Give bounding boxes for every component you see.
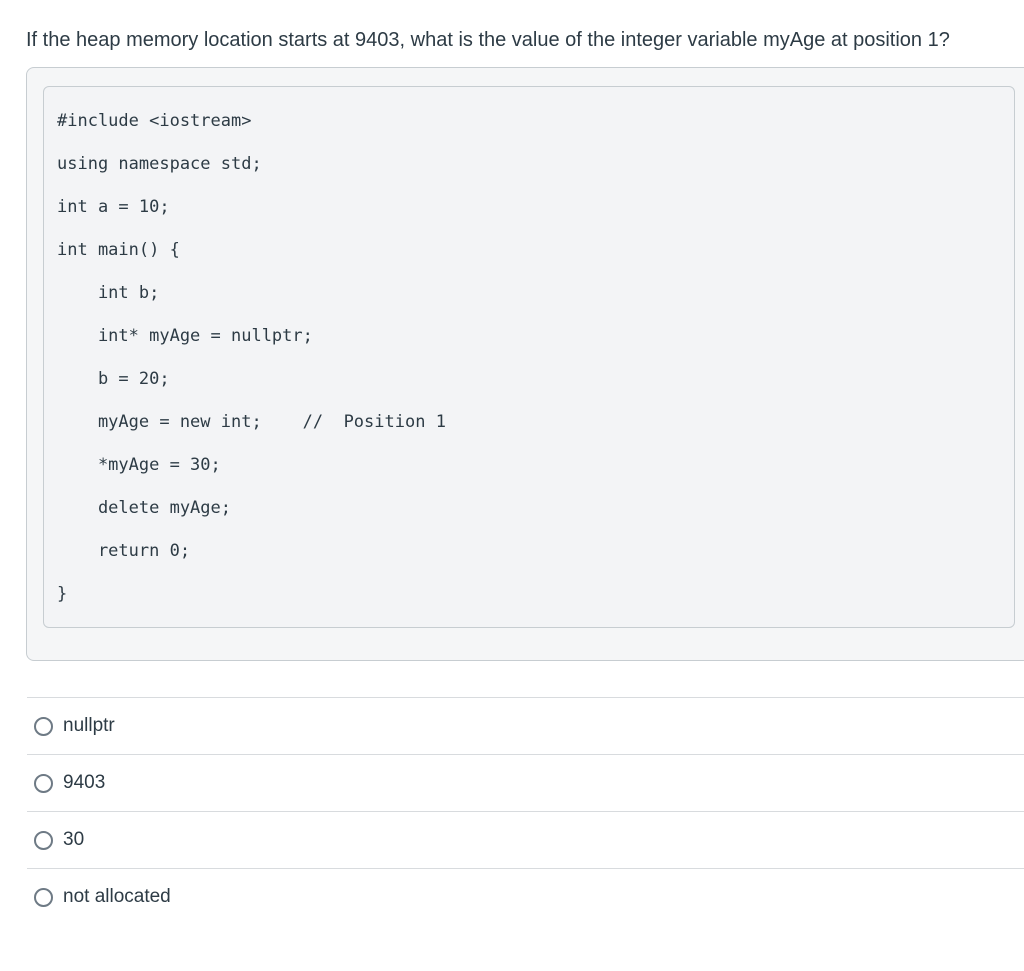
answer-option-row[interactable]: not allocated xyxy=(27,868,1024,925)
radio-button-icon[interactable] xyxy=(34,773,53,793)
answer-option-label[interactable]: 30 xyxy=(63,829,85,850)
answer-option-label[interactable]: nullptr xyxy=(63,715,115,736)
code-line: return 0; xyxy=(57,540,191,561)
quiz-question: If the heap memory location starts at 94… xyxy=(26,29,1024,925)
code-line: b = 20; xyxy=(57,368,170,389)
code-block: #include <iostream> using namespace std;… xyxy=(43,86,1015,628)
answer-options: nullptr 9403 30 not allocated xyxy=(27,697,1024,925)
question-text: If the heap memory location starts at 94… xyxy=(26,29,950,51)
code-line: delete myAge; xyxy=(57,497,231,518)
code-line: *myAge = 30; xyxy=(57,454,221,475)
radio-button-icon[interactable] xyxy=(34,716,53,736)
code-line: using namespace std; xyxy=(57,153,262,174)
code-line: int* myAge = nullptr; xyxy=(57,325,313,346)
code-line: myAge = new int; // Position 1 xyxy=(57,411,446,432)
answer-option-label[interactable]: 9403 xyxy=(63,772,106,793)
code-line: } xyxy=(57,583,68,604)
answer-option-label[interactable]: not allocated xyxy=(63,886,171,907)
answer-option-row[interactable]: 9403 xyxy=(27,754,1024,811)
code-line: #include <iostream> xyxy=(57,110,252,131)
radio-button-icon[interactable] xyxy=(34,887,53,907)
code-line: int a = 10; xyxy=(57,196,170,217)
answer-option-row[interactable]: 30 xyxy=(27,811,1024,868)
code-line: int main() { xyxy=(57,239,180,260)
code-line: int b; xyxy=(57,282,160,303)
radio-button-icon[interactable] xyxy=(34,830,53,850)
question-body-box: #include <iostream> using namespace std;… xyxy=(26,67,1024,661)
answer-option-row[interactable]: nullptr xyxy=(27,697,1024,754)
